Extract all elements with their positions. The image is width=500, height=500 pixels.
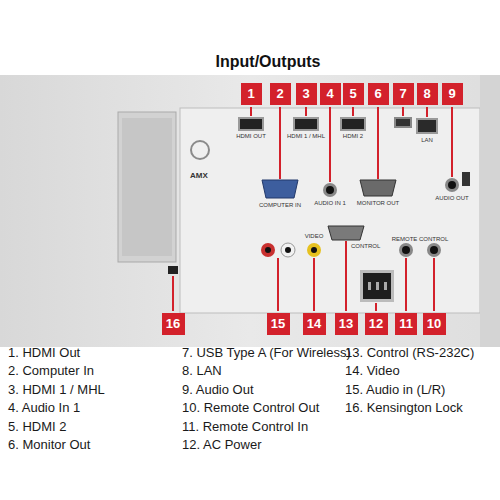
port-label: MONITOR OUT: [357, 200, 400, 207]
callout-number: 6: [368, 83, 389, 105]
port-label: HDMI 2: [343, 133, 363, 140]
callout-number: 11: [395, 313, 417, 335]
callout-number: 13: [335, 313, 358, 335]
callout-number: 8: [417, 83, 438, 105]
callout-text: 16: [166, 316, 180, 331]
callout-text: 4: [326, 86, 333, 101]
legend-item: 13. Control (RS-232C): [345, 346, 474, 360]
legend-item: 2. Computer In: [8, 364, 94, 378]
legend-item: 1. HDMI Out: [8, 346, 80, 360]
callout-number: 14: [303, 313, 326, 335]
callout-text: 6: [374, 86, 381, 101]
callout-text: 14: [307, 316, 321, 331]
port-label: AUDIO IN 1: [314, 200, 346, 207]
port-label: REMOTE CONTROL: [392, 236, 449, 243]
port-label: LAN: [421, 137, 433, 144]
legend-item: 7. USB Type A (For Wireless): [182, 346, 351, 360]
callout-number: 5: [343, 83, 364, 105]
port-label: COMPUTER IN: [259, 202, 301, 209]
title: Input/Outputs: [216, 53, 321, 71]
callout-number: 7: [393, 83, 414, 105]
callout-text: 11: [399, 316, 413, 331]
callout-number: 1: [241, 83, 262, 105]
legend-item: 8. LAN: [182, 364, 222, 378]
legend-item: 5. HDMI 2: [8, 420, 67, 434]
callout-number: 15: [267, 313, 290, 335]
callout-number: 3: [296, 83, 317, 105]
callout-text: 12: [369, 316, 383, 331]
legend-item: 3. HDMI 1 / MHL: [8, 383, 105, 397]
callout-text: 8: [423, 86, 430, 101]
callout-text: 10: [427, 316, 441, 331]
port-label: AUDIO OUT: [435, 195, 468, 202]
callout-text: 7: [399, 86, 406, 101]
callout-number: 12: [365, 313, 388, 335]
legend-item: 16. Kensington Lock: [345, 401, 463, 415]
port-label: HDMI 1 / MHL: [287, 133, 325, 140]
port-label: HDMI OUT: [236, 133, 266, 140]
callout-number: 16: [162, 313, 185, 335]
callout-text: 13: [339, 316, 353, 331]
callout-text: 1: [247, 86, 254, 101]
callout-text: 3: [302, 86, 309, 101]
port-label: VIDEO: [305, 233, 324, 240]
legend-item: 15. Audio in (L/R): [345, 383, 445, 397]
port-label: CONTROL: [351, 243, 380, 250]
callout-text: 15: [271, 316, 285, 331]
legend-item: 9. Audio Out: [182, 383, 254, 397]
callout-text: 2: [276, 86, 283, 101]
callout-number: 10: [423, 313, 446, 335]
legend-item: 10. Remote Control Out: [182, 401, 319, 415]
callout-number: 2: [270, 83, 291, 105]
legend-item: 4. Audio In 1: [8, 401, 80, 415]
legend-item: 11. Remote Control In: [182, 420, 308, 434]
callout-number: 9: [442, 83, 463, 105]
legend-item: 6. Monitor Out: [8, 438, 90, 452]
legend-item: 14. Video: [345, 364, 400, 378]
legend-item: 12. AC Power: [182, 438, 262, 452]
callout-text: 5: [349, 86, 356, 101]
callout-number: 4: [320, 83, 341, 105]
brand-mark: AMX: [190, 172, 208, 181]
callout-text: 9: [448, 86, 455, 101]
